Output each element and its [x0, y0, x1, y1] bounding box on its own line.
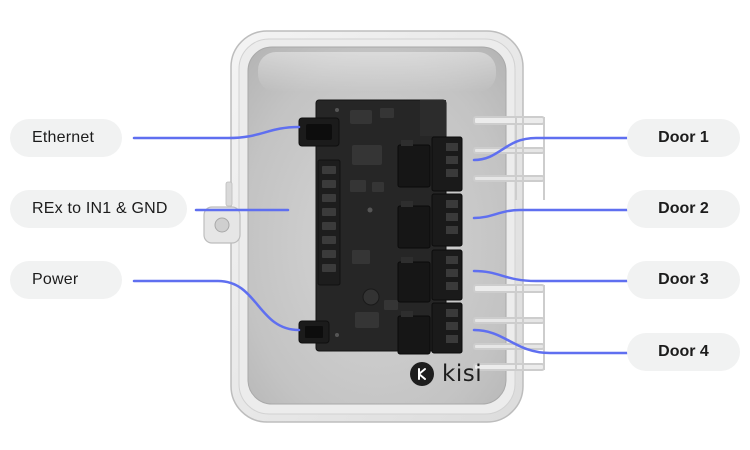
- door-3-label-text: Door 3: [658, 271, 709, 288]
- connector-door-4: [472, 328, 629, 355]
- enclosure-gloss: [258, 52, 496, 92]
- door-terminal-1: [431, 136, 463, 192]
- brand-name: kisi: [442, 361, 483, 387]
- door-terminal-2: [431, 193, 463, 247]
- door-1-label-text: Door 1: [658, 129, 709, 146]
- hinge-bottom: [473, 284, 545, 371]
- rex-label: REx to IN1 & GND: [10, 190, 187, 228]
- relay-3: [397, 257, 431, 303]
- door-3-label: Door 3: [627, 261, 740, 299]
- connector-door-2: [472, 208, 629, 220]
- door-1-label: Door 1: [627, 119, 740, 157]
- power-label: Power: [10, 261, 122, 299]
- door-terminal-3: [431, 249, 463, 301]
- relay-4: [397, 311, 431, 355]
- connector-power: [132, 279, 301, 332]
- rex-label-text: REx to IN1 & GND: [32, 200, 168, 217]
- controller-board: [298, 99, 463, 355]
- door-terminal-4: [431, 302, 463, 354]
- ethernet-label-text: Ethernet: [32, 129, 95, 146]
- mounting-tab: [203, 181, 241, 244]
- door-4-label-text: Door 4: [658, 343, 709, 360]
- power-label-text: Power: [32, 271, 79, 288]
- relay-2: [397, 201, 431, 249]
- connector-ethernet: [132, 125, 301, 140]
- door-2-label-text: Door 2: [658, 200, 709, 217]
- kisi-logo-icon: [410, 362, 434, 386]
- hinge-top: [473, 116, 545, 200]
- connector-door-3: [472, 269, 629, 283]
- door-4-label: Door 4: [627, 333, 740, 371]
- door-2-label: Door 2: [627, 190, 740, 228]
- connector-door-1: [472, 136, 629, 162]
- relay-1: [397, 140, 431, 188]
- ethernet-label: Ethernet: [10, 119, 122, 157]
- brand-logo: kisi: [410, 361, 482, 387]
